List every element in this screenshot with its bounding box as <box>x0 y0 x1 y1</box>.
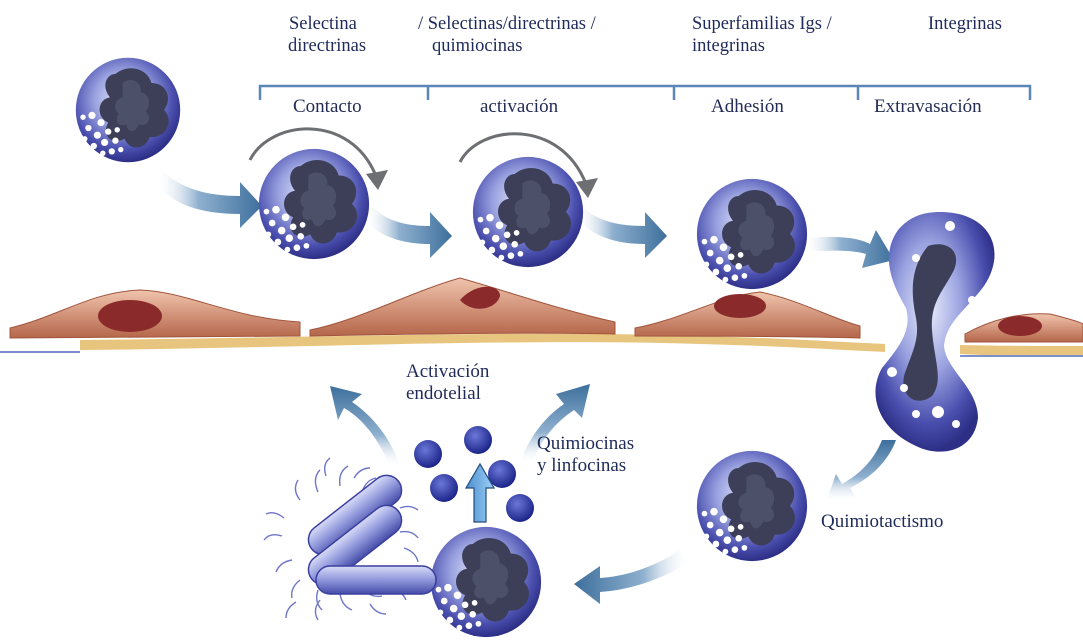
header-col2-line2: quimiocinas <box>432 36 522 56</box>
label-activacion-endotelial-1: Activación <box>406 362 489 382</box>
header-col1-line2: directrinas <box>288 36 366 56</box>
bacteria-icon <box>264 458 436 620</box>
header-col2-line1: / Selectinas/directrinas / <box>418 14 596 34</box>
header-col3-line2: integrinas <box>692 36 765 56</box>
header-col1-line1: Selectina <box>289 14 357 34</box>
stage-contacto: Contacto <box>293 97 362 117</box>
header-col3-line1: Superfamilias Igs / <box>692 14 832 34</box>
label-quimiotactismo: Quimiotactismo <box>821 512 943 532</box>
stage-adhesion: Adhesión <box>711 97 784 117</box>
stage-activacion: activación <box>480 97 558 117</box>
label-quimiocinas-1: Quimiocinas <box>537 434 634 454</box>
label-quimiocinas-2: y linfocinas <box>537 456 626 476</box>
header-col4-line1: Integrinas <box>928 14 1002 34</box>
stage-extravasacion: Extravasación <box>874 97 982 117</box>
label-activacion-endotelial-2: endotelial <box>406 384 481 404</box>
